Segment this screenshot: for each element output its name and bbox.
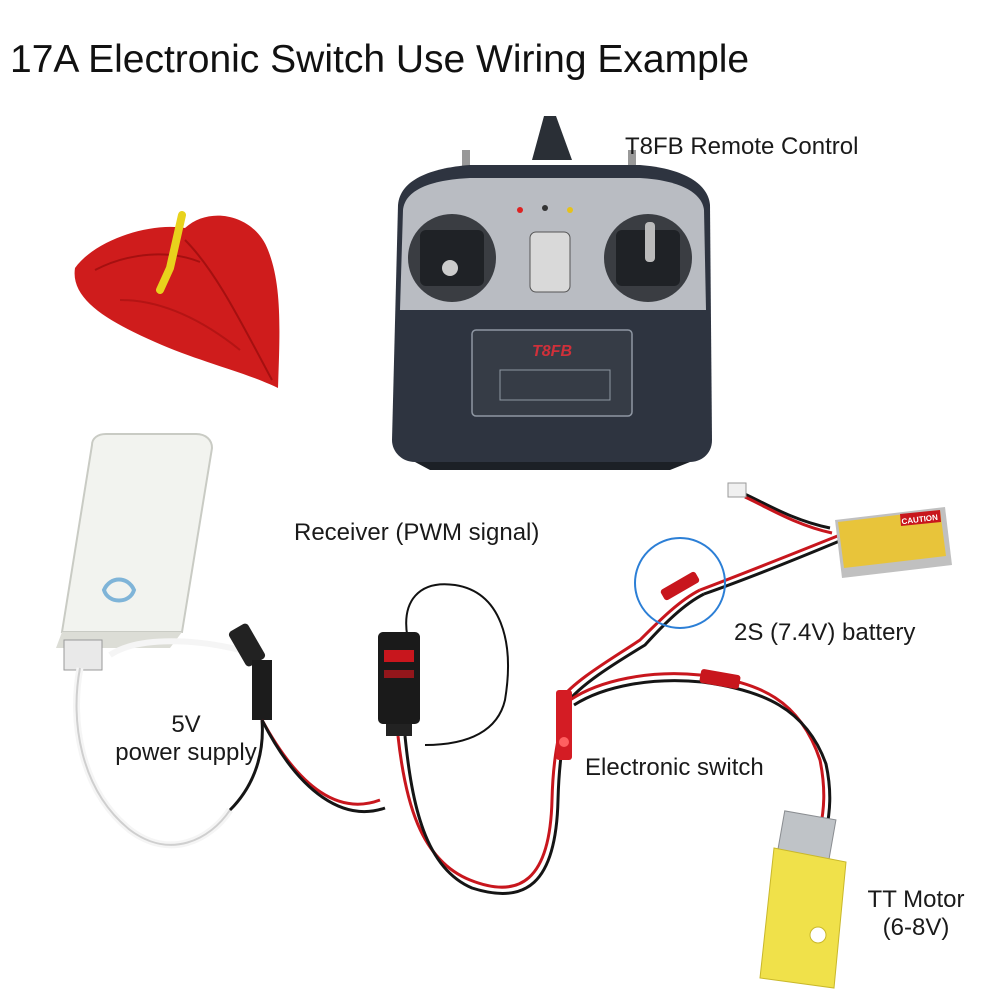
remote-controller: T8FB	[392, 116, 712, 470]
tt-motor	[759, 810, 847, 989]
battery-label: 2S (7.4V) battery	[734, 619, 916, 646]
electronic-switch-label: Electronic switch	[585, 754, 764, 781]
page-title: 17A Electronic Switch Use Wiring Example	[10, 38, 750, 81]
anthurium-flower	[74, 211, 280, 388]
tt-motor-label: TT Motor (6-8V)	[855, 886, 977, 941]
power-supply-label-line2: power supply	[115, 738, 257, 766]
power-supply-label: 5V power supply	[105, 711, 267, 766]
remote-logo-text: T8FB	[532, 343, 572, 360]
battery-caution-text: CAUTION	[901, 513, 938, 526]
wiring-harness	[396, 533, 843, 896]
lipo-battery: CAUTION	[727, 482, 952, 578]
remote-control-label: T8FB Remote Control	[625, 133, 859, 160]
receiver	[378, 583, 509, 746]
tt-motor-label-line1: TT Motor	[867, 886, 965, 913]
connector-highlight-circle	[634, 537, 726, 629]
power-cable	[73, 623, 386, 849]
power-supply-label-line1: 5V	[171, 711, 201, 738]
tt-motor-label-line2: (6-8V)	[882, 913, 950, 941]
receiver-label: Receiver (PWM signal)	[294, 519, 540, 546]
power-bank	[56, 433, 214, 671]
